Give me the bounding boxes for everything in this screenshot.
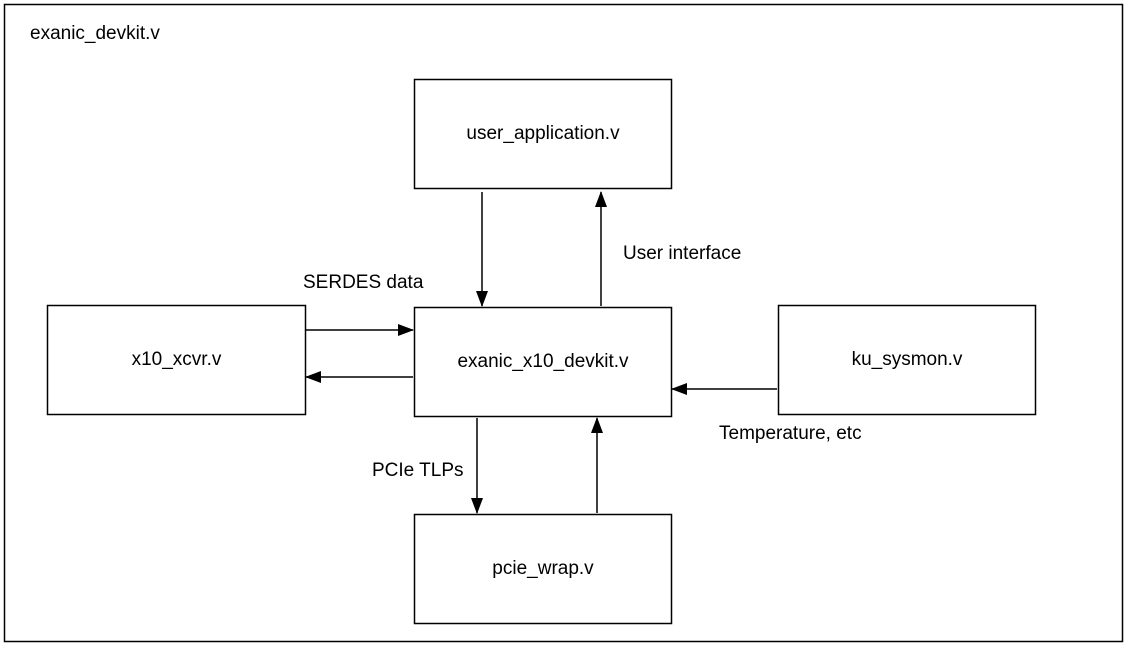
user-application-label: user_application.v — [466, 123, 620, 144]
devkit-core-box — [413, 306, 673, 418]
pcie-tlps-label: PCIe TLPs — [372, 460, 464, 481]
serdes-data-label: SERDES data — [303, 272, 424, 293]
container-title: exanic_devkit.v — [30, 23, 160, 44]
user-application-box — [413, 78, 673, 190]
sysmon-box — [777, 304, 1037, 416]
sysmon-label: ku_sysmon.v — [851, 349, 963, 370]
user-interface-label: User interface — [623, 243, 742, 264]
temperature-label: Temperature, etc — [719, 423, 862, 444]
transceiver-box — [46, 304, 307, 416]
pcie-label: pcie_wrap.v — [492, 558, 594, 579]
devkit-core-label: exanic_x10_devkit.v — [457, 351, 629, 372]
transceiver-label: x10_xcvr.v — [131, 349, 222, 370]
pcie-box — [413, 513, 673, 625]
